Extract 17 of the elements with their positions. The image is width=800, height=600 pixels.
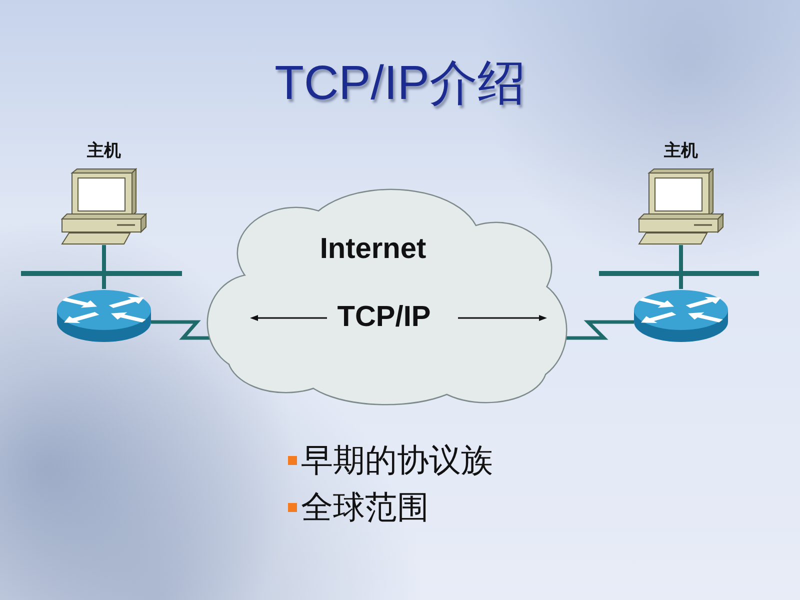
host-label: 主机 [87, 140, 121, 162]
serial-link [565, 320, 634, 340]
network-label: Internet [320, 233, 426, 266]
network-bus [21, 271, 182, 276]
network-link [102, 245, 106, 271]
bullet-text: 全球范围 [301, 489, 429, 525]
host-label: 主机 [664, 140, 698, 162]
protocol-label: TCP/IP [337, 301, 431, 334]
network-link [679, 245, 683, 271]
network-link [679, 276, 683, 289]
network-bus [599, 271, 759, 276]
router-icon [56, 289, 152, 343]
router-icon [633, 289, 729, 343]
serial-link [151, 320, 210, 340]
network-link [102, 276, 106, 289]
bullet-text: 早期的协议族 [301, 442, 493, 478]
slide-title: TCP/IP介绍 [274, 56, 526, 112]
